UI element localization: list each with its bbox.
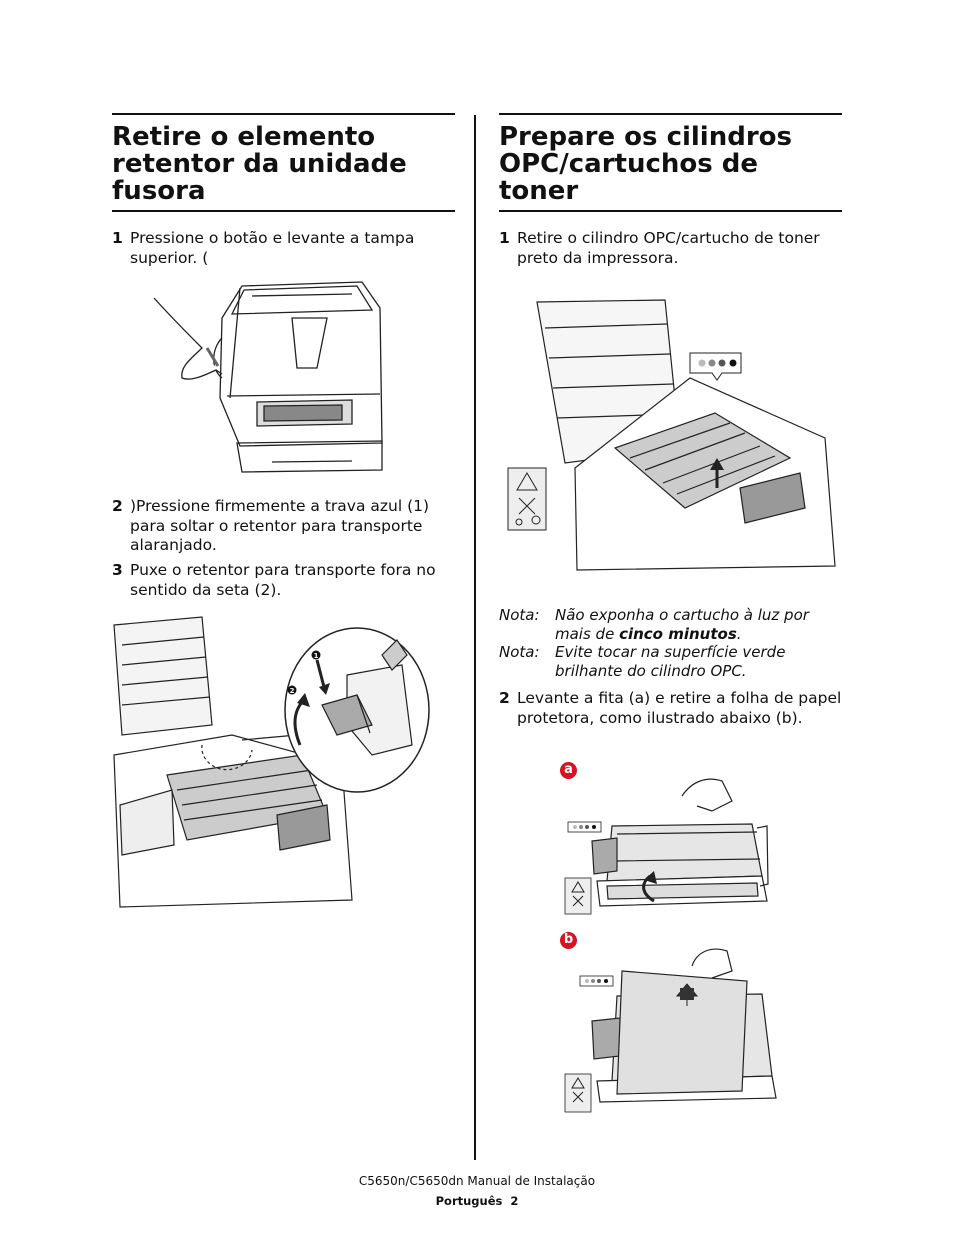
fuser-retainer-illustration: 1 2 xyxy=(113,616,430,908)
step-text: Retire o cilindro OPC/cartucho de toner … xyxy=(517,229,820,267)
left-heading-top-rule xyxy=(112,113,455,115)
lift-tape-illustration xyxy=(564,778,769,915)
right-step-2: 2 Levante a fita (a) e retire a folha de… xyxy=(499,689,844,728)
callout-1-label: 1 xyxy=(314,652,319,660)
left-heading-bottom-rule xyxy=(112,210,455,212)
remove-protective-sheet-illustration xyxy=(564,948,777,1113)
footer-page-number: 2 xyxy=(510,1194,519,1208)
callout-2-label: 2 xyxy=(290,687,295,695)
step-number: 3 xyxy=(112,561,123,579)
right-heading-top-rule xyxy=(499,113,842,115)
step-text: Pressione o botão e levante a tampa supe… xyxy=(130,229,415,267)
right-heading-bottom-rule xyxy=(499,210,842,212)
note-text-end: . xyxy=(736,624,742,643)
right-section-heading: Prepare os cilindros OPC/cartuchos de to… xyxy=(499,122,792,206)
footer-manual-title: C5650n/C5650dn Manual de Instalação xyxy=(358,1174,596,1188)
black-cartridge-removal-illustration xyxy=(507,299,836,571)
badge-a: a xyxy=(560,762,577,779)
note-opc-surface: Nota: Evite tocar na superfície verde br… xyxy=(499,643,844,680)
printer-open-cover-illustration xyxy=(153,281,383,473)
step-number: 1 xyxy=(112,229,123,247)
step-text: Levante a fita (a) e retire a folha de p… xyxy=(517,689,842,727)
note-light-exposure: Nota: Não exponha o cartucho à luz por m… xyxy=(499,606,844,643)
callout-1-marker xyxy=(311,650,321,660)
right-step-1: 1 Retire o cilindro OPC/cartucho de tone… xyxy=(499,229,844,268)
left-section-heading: Retire o elemento retentor da unidade fu… xyxy=(112,122,407,206)
step-text: )Pressione firmemente a trava azul (1) p… xyxy=(130,497,430,554)
step-number: 2 xyxy=(499,689,510,707)
footer-page-info: Português 2 xyxy=(0,1194,954,1208)
note-label: Nota: xyxy=(499,643,540,661)
note-text: Não exponha o cartucho à luz por mais de xyxy=(555,606,809,643)
left-step-1: 1 Pressione o botão e levante a tampa su… xyxy=(112,229,457,268)
note-text: Evite tocar na superfície verde brilhant… xyxy=(555,643,786,680)
column-divider xyxy=(474,115,476,1160)
footer-language: Português xyxy=(435,1194,503,1208)
badge-b: b xyxy=(560,932,577,949)
callout-2-marker xyxy=(287,685,297,695)
note-label: Nota: xyxy=(499,606,540,624)
left-step-2: 2 )Pressione firmemente a trava azul (1)… xyxy=(112,497,457,556)
note-emphasis: cinco minutos xyxy=(619,624,737,643)
left-step-3: 3 Puxe o retentor para transporte fora n… xyxy=(112,561,457,600)
step-text: Puxe o retentor para transporte fora no … xyxy=(130,561,436,599)
step-number: 2 xyxy=(112,497,123,515)
step-number: 1 xyxy=(499,229,510,247)
